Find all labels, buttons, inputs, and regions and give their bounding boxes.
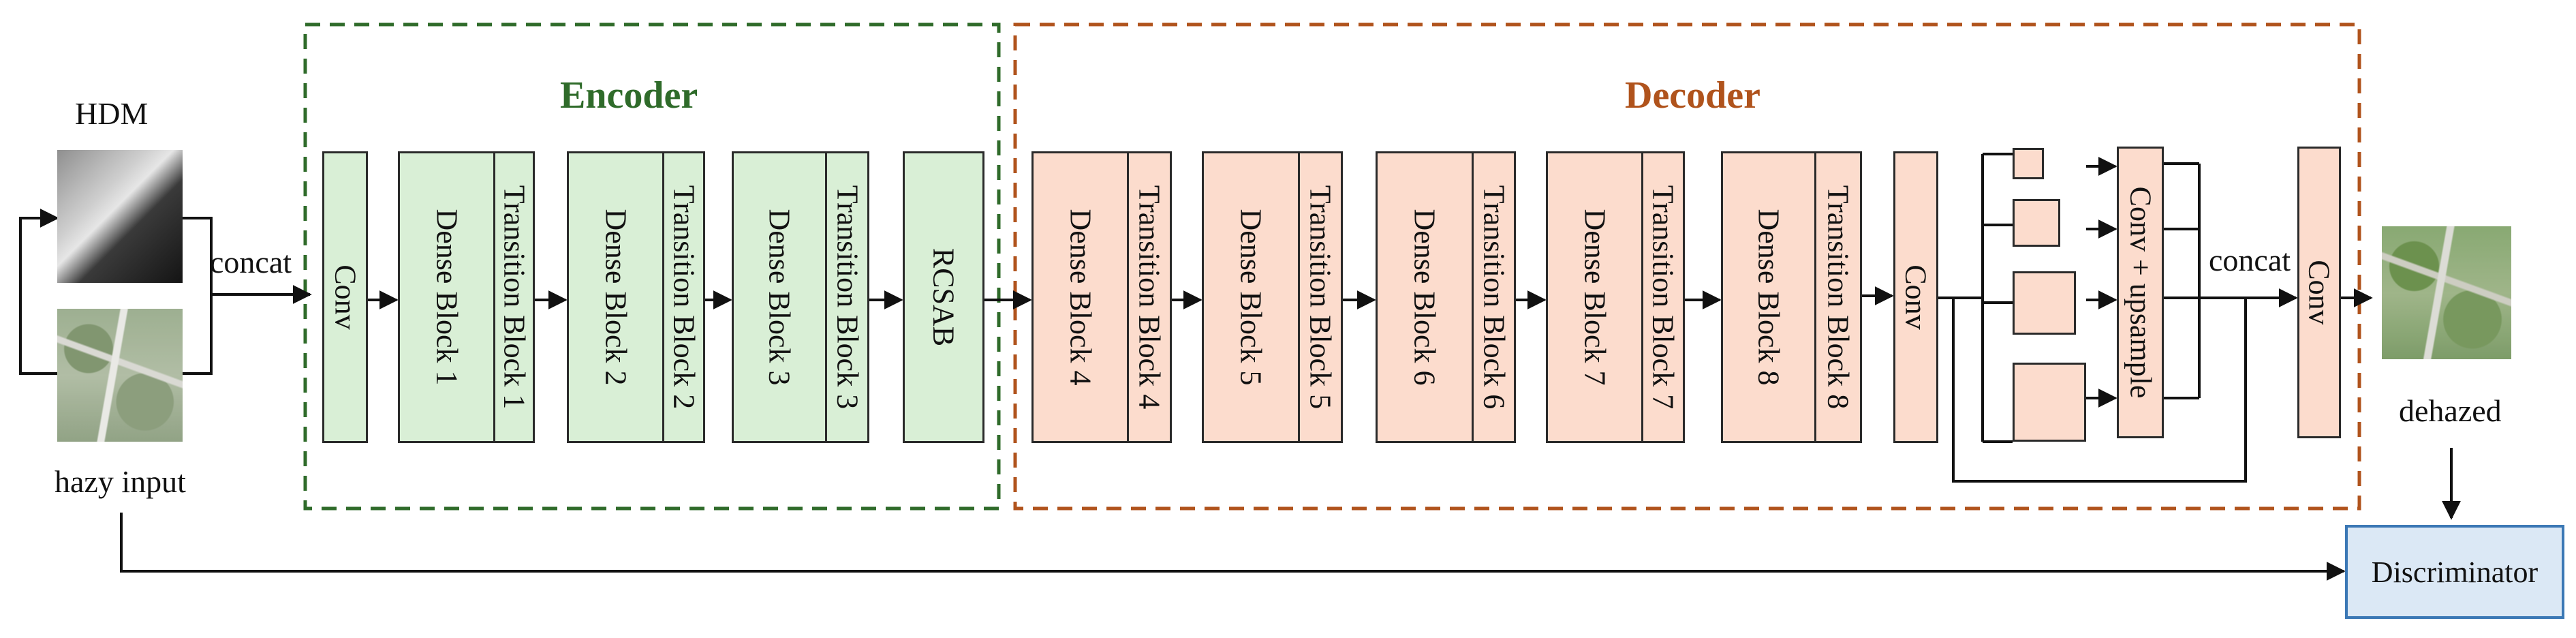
encoder-conv-block: Conv: [322, 151, 368, 443]
final-conv-label: Conv: [2302, 260, 2336, 325]
skip-connection: [1952, 298, 2247, 483]
decoder-outline: [1013, 22, 2361, 511]
dense-block-5-label: Dense Block 5: [1234, 209, 1268, 386]
transition-block-7-label: Transition Block 7: [1646, 185, 1680, 410]
pool-square-2: [2013, 199, 2060, 247]
dense-block-6-label: Dense Block 6: [1408, 209, 1442, 386]
dense-block-2-label: Dense Block 2: [599, 209, 632, 386]
transition-block-3: Transition Block 3: [825, 151, 869, 443]
dense-block-2: Dense Block 2: [567, 151, 664, 443]
decoder-title: Decoder: [1625, 74, 1761, 117]
pool-square-3: [2013, 271, 2076, 335]
dense-block-8-label: Dense Block 8: [1752, 209, 1786, 386]
transition-block-6-label: Transition Block 6: [1477, 185, 1510, 410]
dense-block-5: Dense Block 5: [1202, 151, 1300, 443]
transition-block-6: Transition Block 6: [1472, 151, 1516, 443]
dense-block-3-label: Dense Block 3: [762, 209, 796, 386]
transition-block-2: Transition Block 2: [662, 151, 705, 443]
transition-block-4: Transition Block 4: [1127, 151, 1172, 443]
conv-upsample-block: Conv + upsample: [2117, 147, 2164, 438]
encoder-outline: [303, 22, 1001, 511]
rcsab-block: RCSAB: [903, 151, 984, 443]
rcsab-label: RCSAB: [927, 247, 961, 347]
encoder-title: Encoder: [560, 74, 698, 117]
concat-left-label: concat: [210, 245, 292, 279]
concat-right-label: concat: [2209, 243, 2291, 277]
dense-block-7: Dense Block 7: [1546, 151, 1643, 443]
dehazed-label: dehazed: [2399, 393, 2502, 428]
transition-block-1-label: Transition Block 1: [497, 185, 531, 410]
pool-square-1: [2013, 148, 2044, 179]
transition-block-7: Transition Block 7: [1641, 151, 1685, 443]
hdm-label: HDM: [75, 96, 149, 131]
discriminator-block: Discriminator: [2345, 525, 2564, 619]
transition-block-4-label: Transition Block 4: [1132, 185, 1166, 410]
transition-block-1: Transition Block 1: [493, 151, 535, 443]
hazy-input-label: hazy input: [55, 464, 186, 499]
decoder-conv-label: Conv: [1899, 264, 1933, 330]
pool-square-4: [2013, 363, 2086, 442]
dense-block-4: Dense Block 4: [1031, 151, 1129, 443]
transition-block-3-label: Transition Block 3: [831, 185, 864, 410]
arrow-hazy-to-hdm: [19, 209, 59, 375]
transition-block-8-label: Transition Block 8: [1821, 185, 1855, 410]
conv-upsample-label: Conv + upsample: [2124, 186, 2157, 399]
dense-block-7-label: Dense Block 7: [1578, 209, 1611, 386]
dehazed-output-image: [2382, 226, 2511, 359]
hazy-input-image: [57, 309, 183, 442]
discriminator-label: Discriminator: [2371, 555, 2539, 589]
transition-block-8: Transition Block 8: [1814, 151, 1862, 443]
final-conv-block: Conv: [2297, 147, 2341, 438]
arrow-hazy-to-discriminator: [120, 513, 2346, 581]
transition-block-5-label: Transition Block 5: [1303, 185, 1337, 410]
dense-block-4-label: Dense Block 4: [1064, 209, 1097, 386]
dense-block-1-label: Dense Block 1: [430, 209, 463, 386]
line-hdm-right: [183, 217, 213, 375]
encoder-conv-label: Conv: [328, 264, 362, 330]
dense-block-8: Dense Block 8: [1721, 151, 1816, 443]
decoder-conv-block: Conv: [1893, 151, 1938, 443]
dense-block-6: Dense Block 6: [1376, 151, 1474, 443]
dense-block-3: Dense Block 3: [732, 151, 827, 443]
transition-block-2-label: Transition Block 2: [667, 185, 700, 410]
hdm-map-image: [57, 150, 183, 283]
dense-block-1: Dense Block 1: [398, 151, 495, 443]
transition-block-5: Transition Block 5: [1298, 151, 1343, 443]
